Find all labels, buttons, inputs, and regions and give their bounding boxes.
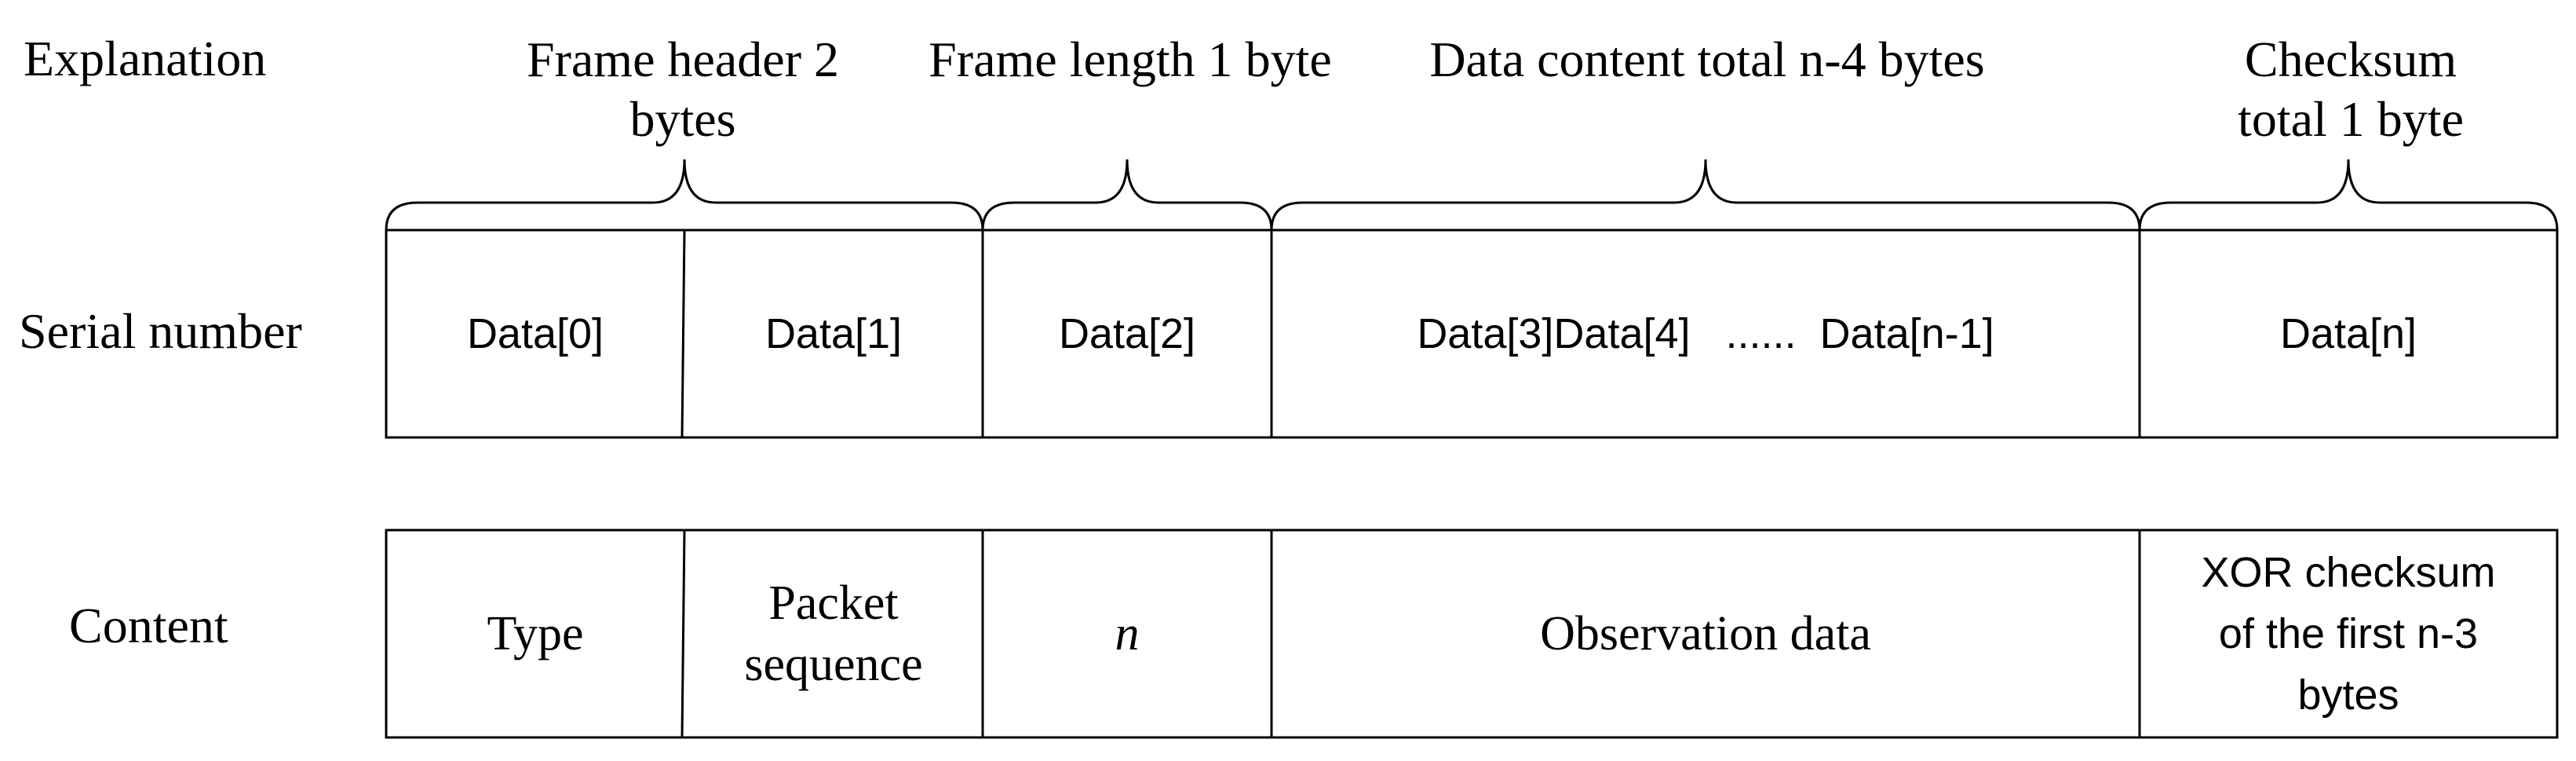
serial-cell-datan: Data[n] (2279, 310, 2417, 357)
serial-divider-0-1 (680, 229, 686, 438)
serial-number-row-label: Serial number (19, 303, 302, 359)
serial-cell-data0: Data[0] (466, 310, 604, 357)
checksum-explanation: Checksum total 1 byte (2238, 31, 2464, 147)
frame-header-brace (385, 159, 984, 231)
content-table-border (385, 529, 2559, 739)
content-cell-observation-data: Observation data (1540, 607, 1871, 660)
checksum-brace (2138, 159, 2559, 231)
content-cell-packet-sequence: Packet sequence (744, 576, 923, 691)
frame-length-brace (981, 159, 1273, 231)
content-cell-n: n (1115, 607, 1140, 660)
explanation-row-label: Explanation (24, 31, 267, 86)
data-content-brace (1270, 159, 2141, 231)
content-cell-type: Type (487, 607, 584, 660)
serial-cell-data1: Data[1] (764, 310, 903, 357)
frame-length-explanation: Frame length 1 byte (929, 31, 1332, 87)
serial-cell-data3-to-n1: Data[3]Data[4] ...... Data[n-1] (1417, 310, 1994, 357)
frame-header-explanation: Frame header 2 bytes (526, 31, 840, 147)
serial-cell-data2: Data[2] (1058, 310, 1196, 357)
serial-table-border (385, 229, 2559, 439)
content-divider-0-1 (680, 529, 686, 738)
data-content-explanation: Data content total n-4 bytes (1429, 31, 1985, 87)
content-row-label: Content (69, 598, 228, 653)
content-cell-xor-checksum: XOR checksum of the first n-3 bytes (2201, 549, 2496, 719)
